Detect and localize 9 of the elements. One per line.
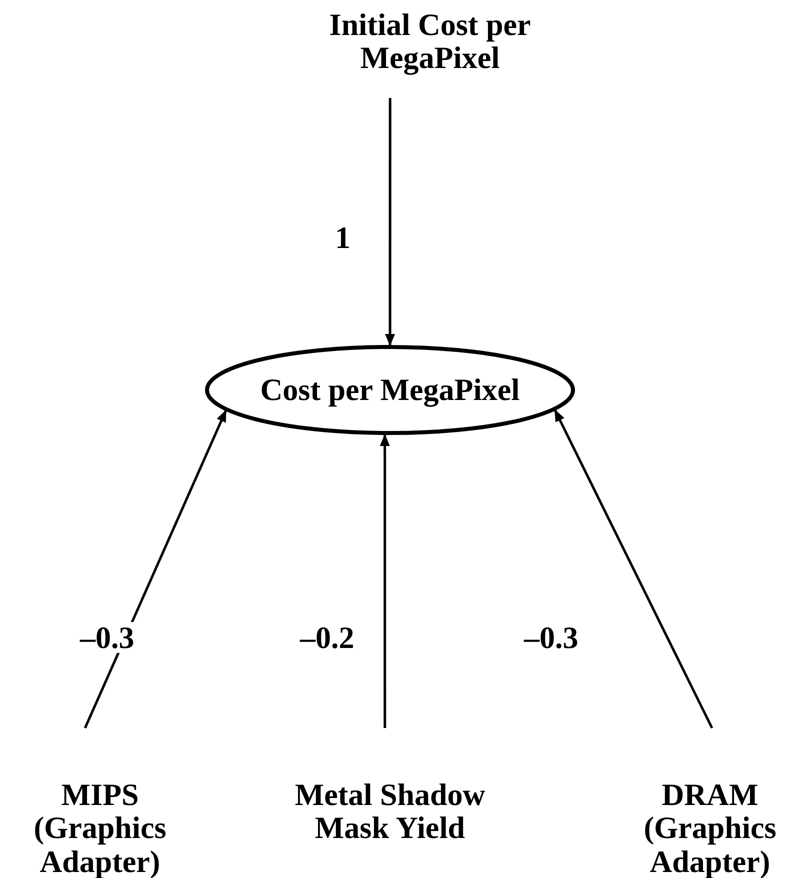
node-label: Metal Shadow Mask Yield xyxy=(294,778,486,845)
edge-label: –0.3 xyxy=(78,622,136,653)
arrow xyxy=(385,98,396,346)
node-label: Cost per MegaPixel xyxy=(260,373,520,407)
ellipse-node xyxy=(205,345,575,435)
arrow xyxy=(380,434,390,728)
node-label: Initial Cost per MegaPixel xyxy=(328,8,532,75)
arrow xyxy=(554,409,714,729)
arrow xyxy=(84,410,227,728)
